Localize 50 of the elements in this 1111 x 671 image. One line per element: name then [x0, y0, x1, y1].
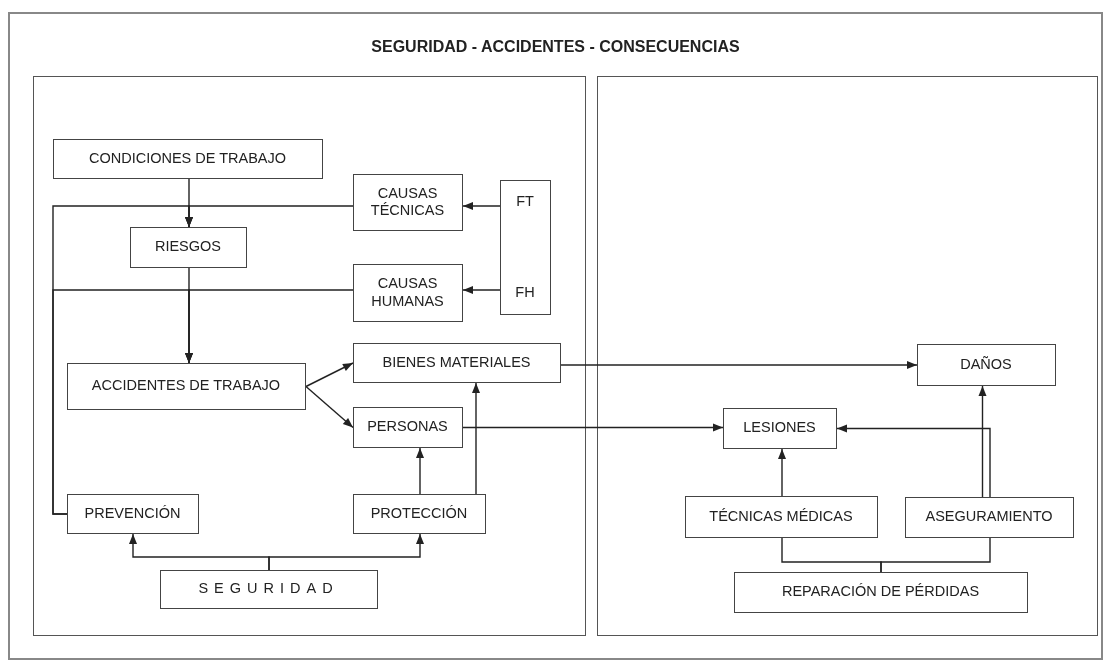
process-box [733, 571, 1028, 613]
box-label: ACCIDENTES DE TRABAJO [91, 377, 281, 395]
process-box [904, 496, 1074, 538]
diagram-title: SEGURIDAD - ACCIDENTES - CONSECUENCIAS [371, 38, 740, 56]
panel [597, 76, 1098, 636]
box-label: CAUSAS TÉCNICAS [369, 184, 446, 220]
box-label: DAÑOS [960, 355, 1012, 374]
box-label: FH [515, 284, 535, 302]
arrow [462, 202, 501, 210]
arrow [978, 385, 987, 498]
box-label: RIESGOS [154, 238, 222, 256]
box-label: SEGURIDAD [198, 580, 339, 598]
box-label: FT [516, 192, 534, 210]
arrow [472, 382, 480, 495]
arrow [268, 533, 424, 571]
process-box [916, 343, 1056, 386]
panel [33, 76, 586, 636]
box-label: CAUSAS HUMANAS [370, 275, 445, 310]
process-box [52, 138, 323, 179]
box-label: PROTECCIÓN [370, 504, 468, 523]
process-box [352, 342, 561, 383]
arrow [560, 361, 918, 369]
arrow [462, 286, 501, 294]
box-label: REPARACIÓN DE PÉRDIDAS [781, 583, 980, 601]
process-box [129, 226, 247, 268]
arrow [416, 447, 424, 495]
arrow [305, 362, 354, 388]
process-box [722, 407, 837, 449]
process-box [352, 263, 463, 322]
box-label: LESIONES [743, 419, 816, 437]
box-label: PREVENCIÓN [84, 504, 181, 523]
arrow [305, 385, 354, 429]
arrow [778, 448, 786, 497]
process-box [66, 493, 199, 534]
process-box [352, 406, 463, 448]
box-label: PERSONAS [367, 418, 448, 436]
process-box [352, 493, 486, 534]
arrow [462, 423, 724, 432]
box-label: BIENES MATERIALES [382, 353, 531, 372]
arrow [836, 424, 991, 498]
process-box [66, 362, 306, 410]
connector-line [880, 537, 991, 573]
box-label: TÉCNICAS MÉDICAS [709, 507, 853, 526]
process-box [499, 179, 551, 315]
process-box [159, 569, 378, 609]
box-label: CONDICIONES DE TRABAJO [88, 149, 287, 168]
process-box [352, 173, 463, 231]
box-label: ASEGURAMIENTO [925, 508, 1053, 526]
arrow [185, 267, 193, 364]
process-box [684, 495, 878, 538]
